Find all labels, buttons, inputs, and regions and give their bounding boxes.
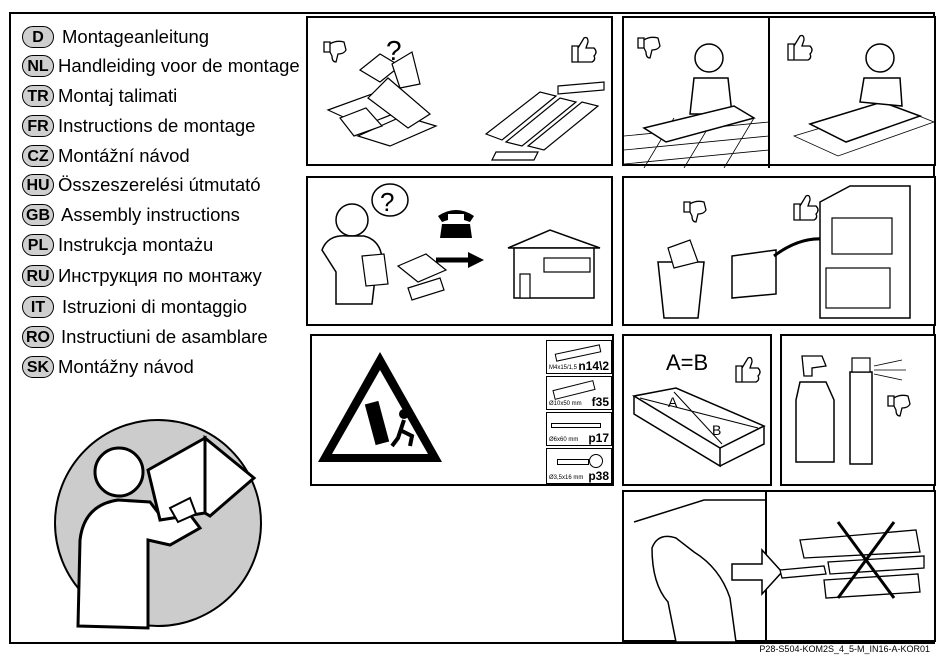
- language-code-badge: IT: [22, 296, 54, 318]
- thumbs-up-icon: [571, 36, 597, 63]
- language-label: Montageanleitung: [62, 26, 210, 47]
- part-label: p17: [588, 431, 609, 445]
- language-label: Handleiding voor de montage: [58, 55, 300, 76]
- thumbs-down-icon: [887, 394, 911, 417]
- panel-floor: [622, 16, 936, 168]
- cross-icon: [836, 521, 896, 599]
- thumbs-down-icon: [683, 200, 707, 223]
- warning-triangle-icon: [318, 352, 442, 462]
- panel-cleaning: [780, 334, 936, 486]
- diagonal-b-label: B: [712, 422, 722, 438]
- language-label: Összeszerelési útmutató: [58, 174, 261, 195]
- part-item: Ø10x50 mm f35: [546, 376, 612, 410]
- language-item-it: IT Istruzioni di montaggio: [22, 294, 247, 320]
- language-item-ro: RO Instructiuni de asamblare: [22, 324, 268, 350]
- language-code-badge: CZ: [22, 145, 54, 167]
- language-label: Montážní návod: [58, 145, 190, 166]
- part-size: Ø10x50 mm: [549, 401, 582, 407]
- language-code-badge: FR: [22, 115, 54, 137]
- language-label: Istruzioni di montaggio: [62, 296, 248, 317]
- language-label: Assembly instructions: [61, 204, 240, 225]
- language-code-badge: RU: [22, 265, 54, 287]
- telephone-icon: [438, 210, 474, 238]
- language-label: Montážny návod: [58, 356, 194, 377]
- panel-warning-parts: M4x15/1,5 n14\2 Ø10x50 mm f35 Ø6x60 mm p…: [310, 334, 614, 486]
- part-item: Ø3,5x16 mm p38: [546, 448, 612, 484]
- panel-unpack: ?: [306, 16, 613, 166]
- panel-disposal: [622, 176, 936, 326]
- part-size: M4x15/1,5: [549, 365, 578, 371]
- language-item-d: D Montageanleitung: [22, 24, 209, 50]
- diagonal-a-label: A: [668, 394, 678, 410]
- language-code-badge: NL: [22, 55, 54, 77]
- document-code: P28-S504-KOM2S_4_5-M_IN16-A-KOR01: [759, 644, 930, 654]
- part-item: M4x15/1,5 n14\2: [546, 340, 612, 374]
- language-item-gb: GB Assembly instructions: [22, 202, 240, 228]
- arrow-right-icon: [436, 252, 484, 268]
- part-size: Ø6x60 mm: [549, 437, 579, 443]
- part-item: Ø6x60 mm p17: [546, 412, 612, 446]
- language-code-badge: PL: [22, 234, 54, 256]
- language-label: Montaj talimati: [58, 85, 178, 106]
- thumbs-up-icon: [787, 34, 813, 61]
- language-code-badge: TR: [22, 85, 54, 107]
- panel-diagonal-check: A=B A B: [622, 334, 772, 486]
- part-label: f35: [591, 395, 609, 409]
- thumbs-up-icon: [735, 356, 761, 383]
- thumbs-down-icon: [323, 40, 347, 63]
- language-label: Instructiuni de asamblare: [61, 326, 268, 347]
- question-mark: ?: [386, 35, 402, 66]
- panel-no-knife: [622, 490, 936, 644]
- language-code-badge: D: [22, 26, 54, 48]
- thumbs-down-icon: [637, 36, 661, 59]
- equality-label: A=B: [666, 350, 709, 375]
- question-mark: ?: [380, 187, 394, 217]
- language-code-badge: SK: [22, 356, 54, 378]
- part-label: n14\2: [578, 359, 609, 373]
- part-size: Ø3,5x16 mm: [549, 475, 584, 481]
- part-label: p38: [588, 469, 609, 483]
- thumbs-up-icon: [793, 194, 819, 221]
- language-code-badge: GB: [22, 204, 54, 226]
- page-frame: [9, 12, 935, 644]
- language-label: Instrukcja montażu: [58, 234, 214, 255]
- language-label: Instructions de montage: [58, 115, 256, 136]
- language-code-badge: RO: [22, 326, 54, 348]
- parts-list: M4x15/1,5 n14\2 Ø10x50 mm f35 Ø6x60 mm p…: [546, 340, 612, 484]
- panel-support: ?: [306, 176, 613, 326]
- language-code-badge: HU: [22, 174, 54, 196]
- language-label: Инструкция по монтажу: [58, 265, 262, 286]
